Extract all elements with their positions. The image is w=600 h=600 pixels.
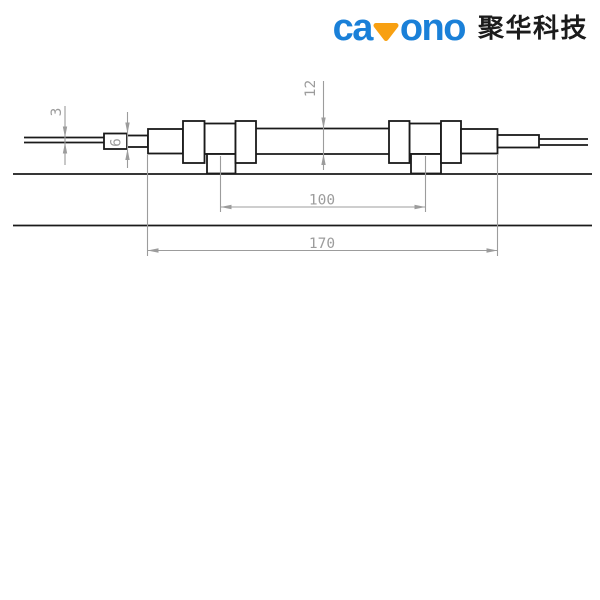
dim-100-arrow-right xyxy=(414,204,426,210)
right-end-block xyxy=(460,128,499,155)
dim-12-arrow-bottom xyxy=(321,154,326,165)
dim-6-arrow-bottom xyxy=(125,149,130,160)
dimension-annotations: 3 6 12 100 170 xyxy=(49,80,499,256)
logo-company-name: 聚华科技 xyxy=(477,13,588,43)
dim-170-arrow-left xyxy=(147,248,159,253)
part-geometry xyxy=(13,120,592,227)
dim-170-label: 170 xyxy=(309,236,335,252)
logo-text-prefix: ca xyxy=(332,7,374,49)
right-clamp-rear-flange xyxy=(440,120,462,164)
left-end-block xyxy=(147,128,184,155)
dim-12-label: 12 xyxy=(303,80,319,97)
left-clamp-mount-tab xyxy=(206,153,237,175)
dim-170-arrow-right xyxy=(486,248,498,253)
left-clamp-front-flange xyxy=(182,120,206,164)
left-clamp-rear-flange xyxy=(234,120,257,164)
dim-6-label: 6 xyxy=(109,138,125,147)
left-clamp-body xyxy=(203,122,237,155)
logo-v-triangle-icon xyxy=(373,23,399,41)
dim-100-label: 100 xyxy=(309,193,335,209)
dim-3-label: 3 xyxy=(49,108,65,117)
dim-3-arrow-top xyxy=(62,126,68,138)
right-clamp-body xyxy=(408,122,442,155)
dim-3-arrow-bottom xyxy=(62,142,68,154)
dim-12-arrow-top xyxy=(321,117,326,129)
left-neck xyxy=(126,134,149,148)
logo-text-suffix: ono xyxy=(399,7,467,49)
right-clamp-front-flange xyxy=(388,120,411,164)
dim-100-arrow-left xyxy=(220,204,232,210)
dim-6-arrow-top xyxy=(125,122,130,134)
right-terminal-sleeve xyxy=(496,134,540,149)
